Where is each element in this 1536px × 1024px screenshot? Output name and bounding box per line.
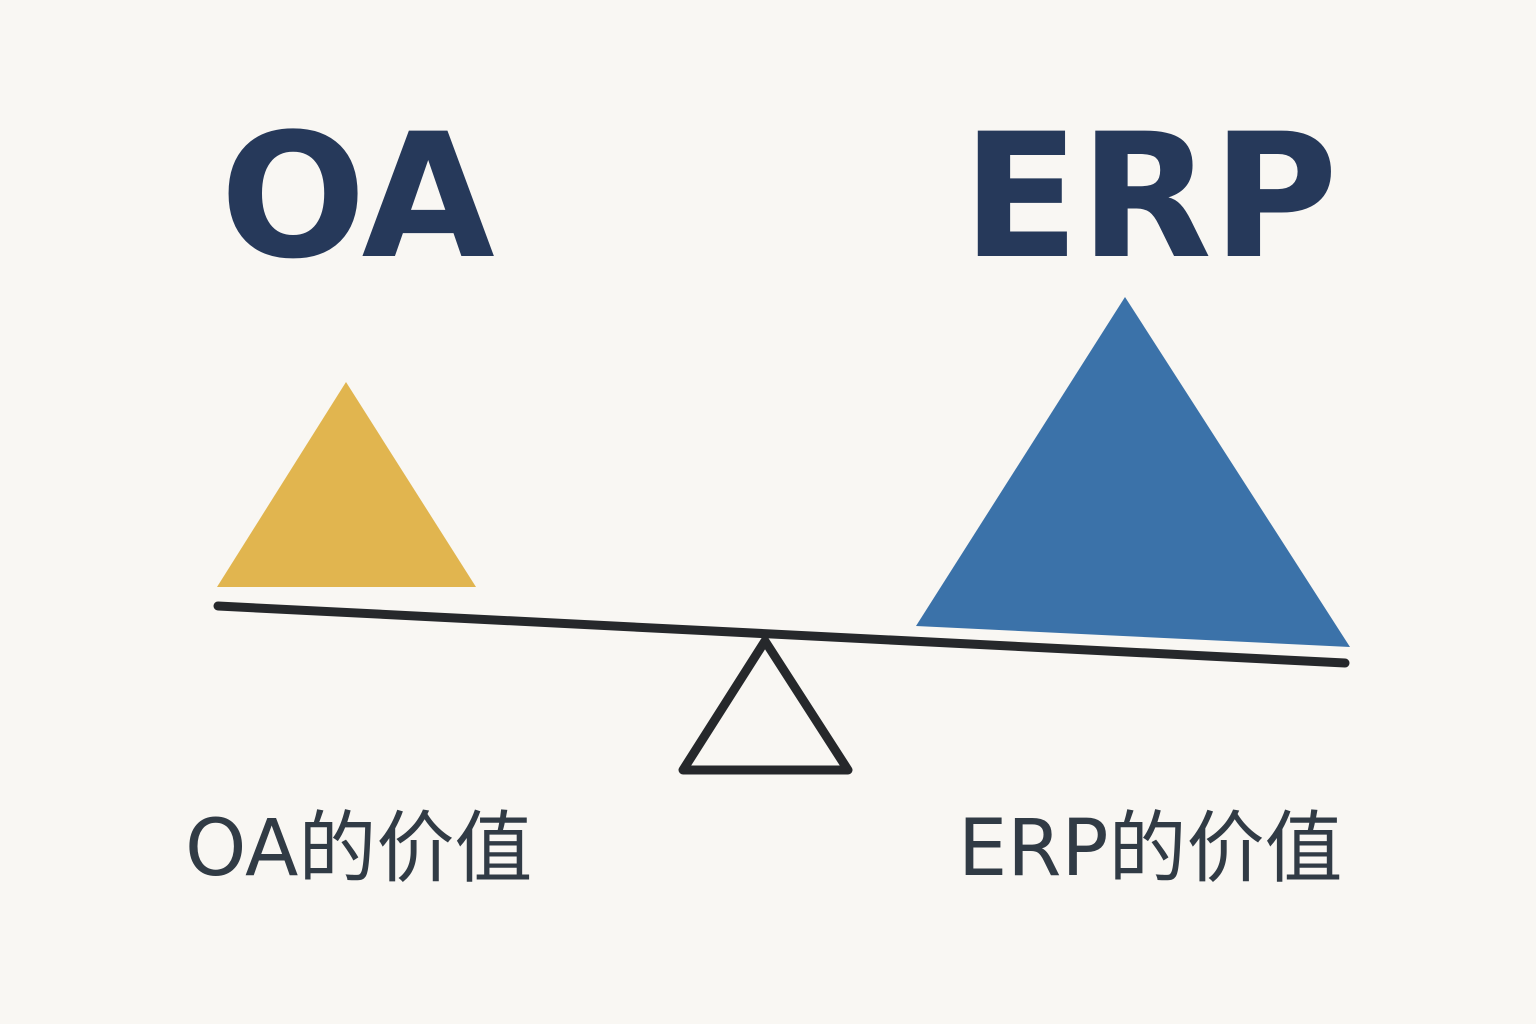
oa-value-caption: OA的价值 <box>185 804 532 894</box>
erp-value-caption: ERP的价值 <box>958 804 1343 894</box>
oa-title: OA <box>220 96 495 297</box>
balance-beam <box>213 601 1350 668</box>
fulcrum-icon <box>678 636 853 775</box>
erp-title: ERP <box>962 96 1338 297</box>
oa-weight-icon <box>217 382 476 587</box>
erp-weight-icon <box>916 297 1350 647</box>
